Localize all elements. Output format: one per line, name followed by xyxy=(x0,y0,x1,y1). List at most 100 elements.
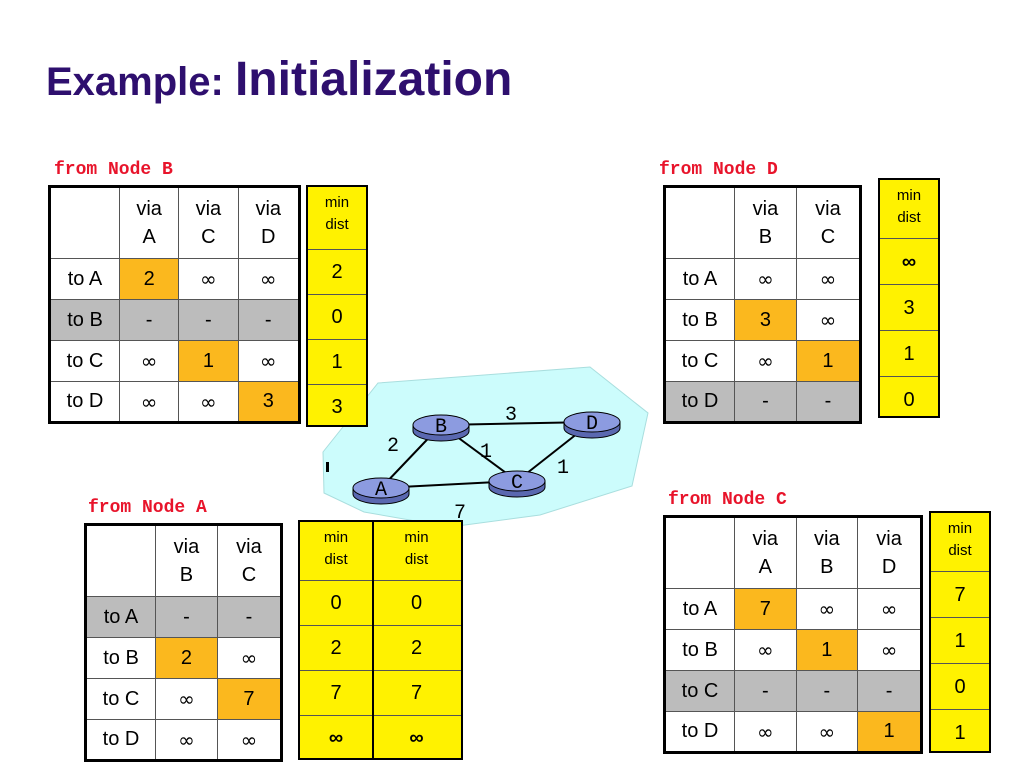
link-cost-a-b: 2 xyxy=(387,435,399,458)
router-a: A xyxy=(352,477,410,505)
cost-cell: - xyxy=(118,299,180,341)
cost-cell: ∞ xyxy=(734,258,797,300)
cost-cell: 1 xyxy=(795,629,859,671)
router-c: C xyxy=(488,470,546,498)
row-label: to C xyxy=(664,670,735,712)
cost-cell: 3 xyxy=(237,381,300,423)
cost-cell: - xyxy=(734,381,797,423)
mindist-value: 0 xyxy=(880,376,938,423)
cost-cell: ∞ xyxy=(216,719,283,761)
link-cost-b-d: 3 xyxy=(505,404,517,427)
cost-cell: - xyxy=(237,299,300,341)
table-row: to D∞∞3 xyxy=(49,381,300,423)
cost-cell: 2 xyxy=(118,258,180,300)
row-label: to D xyxy=(664,381,735,423)
table-row: to D-- xyxy=(664,381,862,423)
cloud-mark xyxy=(326,462,329,472)
row-label: to D xyxy=(49,381,120,423)
mindist-value: 0 xyxy=(308,294,366,340)
cost-cell: ∞ xyxy=(795,588,859,630)
table-row: to C∞7 xyxy=(85,678,283,720)
row-label: to B xyxy=(85,637,156,679)
mindist-value: ∞ xyxy=(880,238,938,285)
row-label: to B xyxy=(664,629,735,671)
table-row: to C--- xyxy=(664,670,922,712)
row-label: to B xyxy=(49,299,120,341)
cost-cell: ∞ xyxy=(178,258,239,300)
mindist-value: 2 xyxy=(300,625,372,671)
mindist-value: 2 xyxy=(308,249,366,295)
header-corner xyxy=(664,516,735,589)
cost-cell: - xyxy=(178,299,239,341)
cost-cell: ∞ xyxy=(118,340,180,382)
mindist-value: 2 xyxy=(372,625,461,671)
cost-cell: 1 xyxy=(795,340,862,382)
cost-cell: 3 xyxy=(734,299,797,341)
mindist-value: ∞ xyxy=(372,715,461,761)
mindist-value: 1 xyxy=(931,617,989,664)
page-title: Example: Initialization xyxy=(46,52,512,107)
cost-cell: ∞ xyxy=(155,719,218,761)
table-row: to A-- xyxy=(85,596,283,638)
cost-cell: ∞ xyxy=(178,381,239,423)
mindist-value: 0 xyxy=(300,580,372,626)
label-from-node-a: from Node A xyxy=(88,498,207,518)
table-row: to B∞1∞ xyxy=(664,629,922,671)
table-row: to D∞∞1 xyxy=(664,711,922,753)
row-label: to C xyxy=(49,340,120,382)
label-from-node-c: from Node C xyxy=(668,490,787,510)
mindist-value: 3 xyxy=(880,284,938,331)
mindist-value: 3 xyxy=(308,384,366,430)
title-main: Initialization xyxy=(234,53,513,106)
title-prefix: Example: xyxy=(46,60,235,104)
mindist-value: 7 xyxy=(300,670,372,716)
router-label: C xyxy=(511,472,523,495)
cost-cell: - xyxy=(216,596,283,638)
mindist-value: 1 xyxy=(308,339,366,385)
cost-cell: ∞ xyxy=(118,381,180,423)
cost-cell: 7 xyxy=(216,678,283,720)
row-label: to A xyxy=(85,596,156,638)
table-row: to A∞∞ xyxy=(664,258,862,300)
cost-cell: ∞ xyxy=(857,629,922,671)
row-label: to B xyxy=(664,299,735,341)
label-from-node-d: from Node D xyxy=(659,160,778,180)
cost-cell: - xyxy=(795,381,862,423)
cost-cell: ∞ xyxy=(795,299,862,341)
mindist-value: 7 xyxy=(931,571,989,618)
cost-cell: ∞ xyxy=(734,629,797,671)
table-row: to D∞∞ xyxy=(85,719,283,761)
cost-cell: - xyxy=(795,670,859,712)
mindist-value: ∞ xyxy=(300,715,372,761)
router-label: D xyxy=(586,413,598,436)
table-row: to B--- xyxy=(49,299,300,341)
row-label: to A xyxy=(49,258,120,300)
row-label: to C xyxy=(85,678,156,720)
cost-cell: - xyxy=(857,670,922,712)
cost-cell: 2 xyxy=(155,637,218,679)
router-label: A xyxy=(375,479,387,502)
mindist-value: 1 xyxy=(931,709,989,756)
